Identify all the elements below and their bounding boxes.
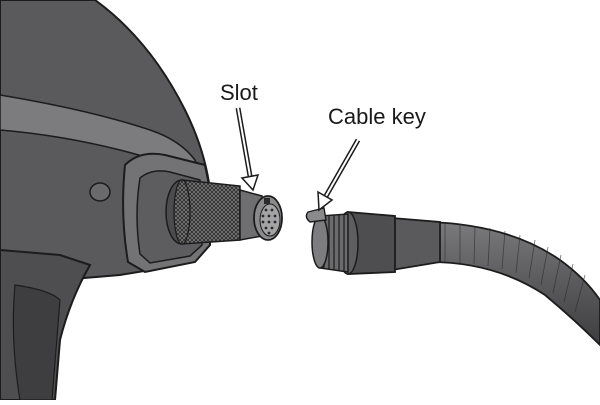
strain-relief — [391, 217, 441, 272]
hose-ribs — [444, 223, 586, 313]
knurled-collar — [181, 179, 241, 245]
flexible-hose — [429, 221, 600, 347]
connector-port — [165, 179, 283, 245]
slot-label: Slot — [220, 80, 258, 105]
slot-notch — [264, 198, 270, 204]
slot-arrow — [235, 107, 260, 192]
socket-pins — [261, 208, 277, 235]
cable-key-tab — [305, 207, 327, 223]
handle-grip — [12, 284, 61, 401]
cable-key-label: Cable key — [328, 104, 426, 129]
cable-key-arrow — [317, 138, 361, 212]
cable-connector — [305, 207, 600, 347]
screw-bump — [89, 182, 111, 202]
